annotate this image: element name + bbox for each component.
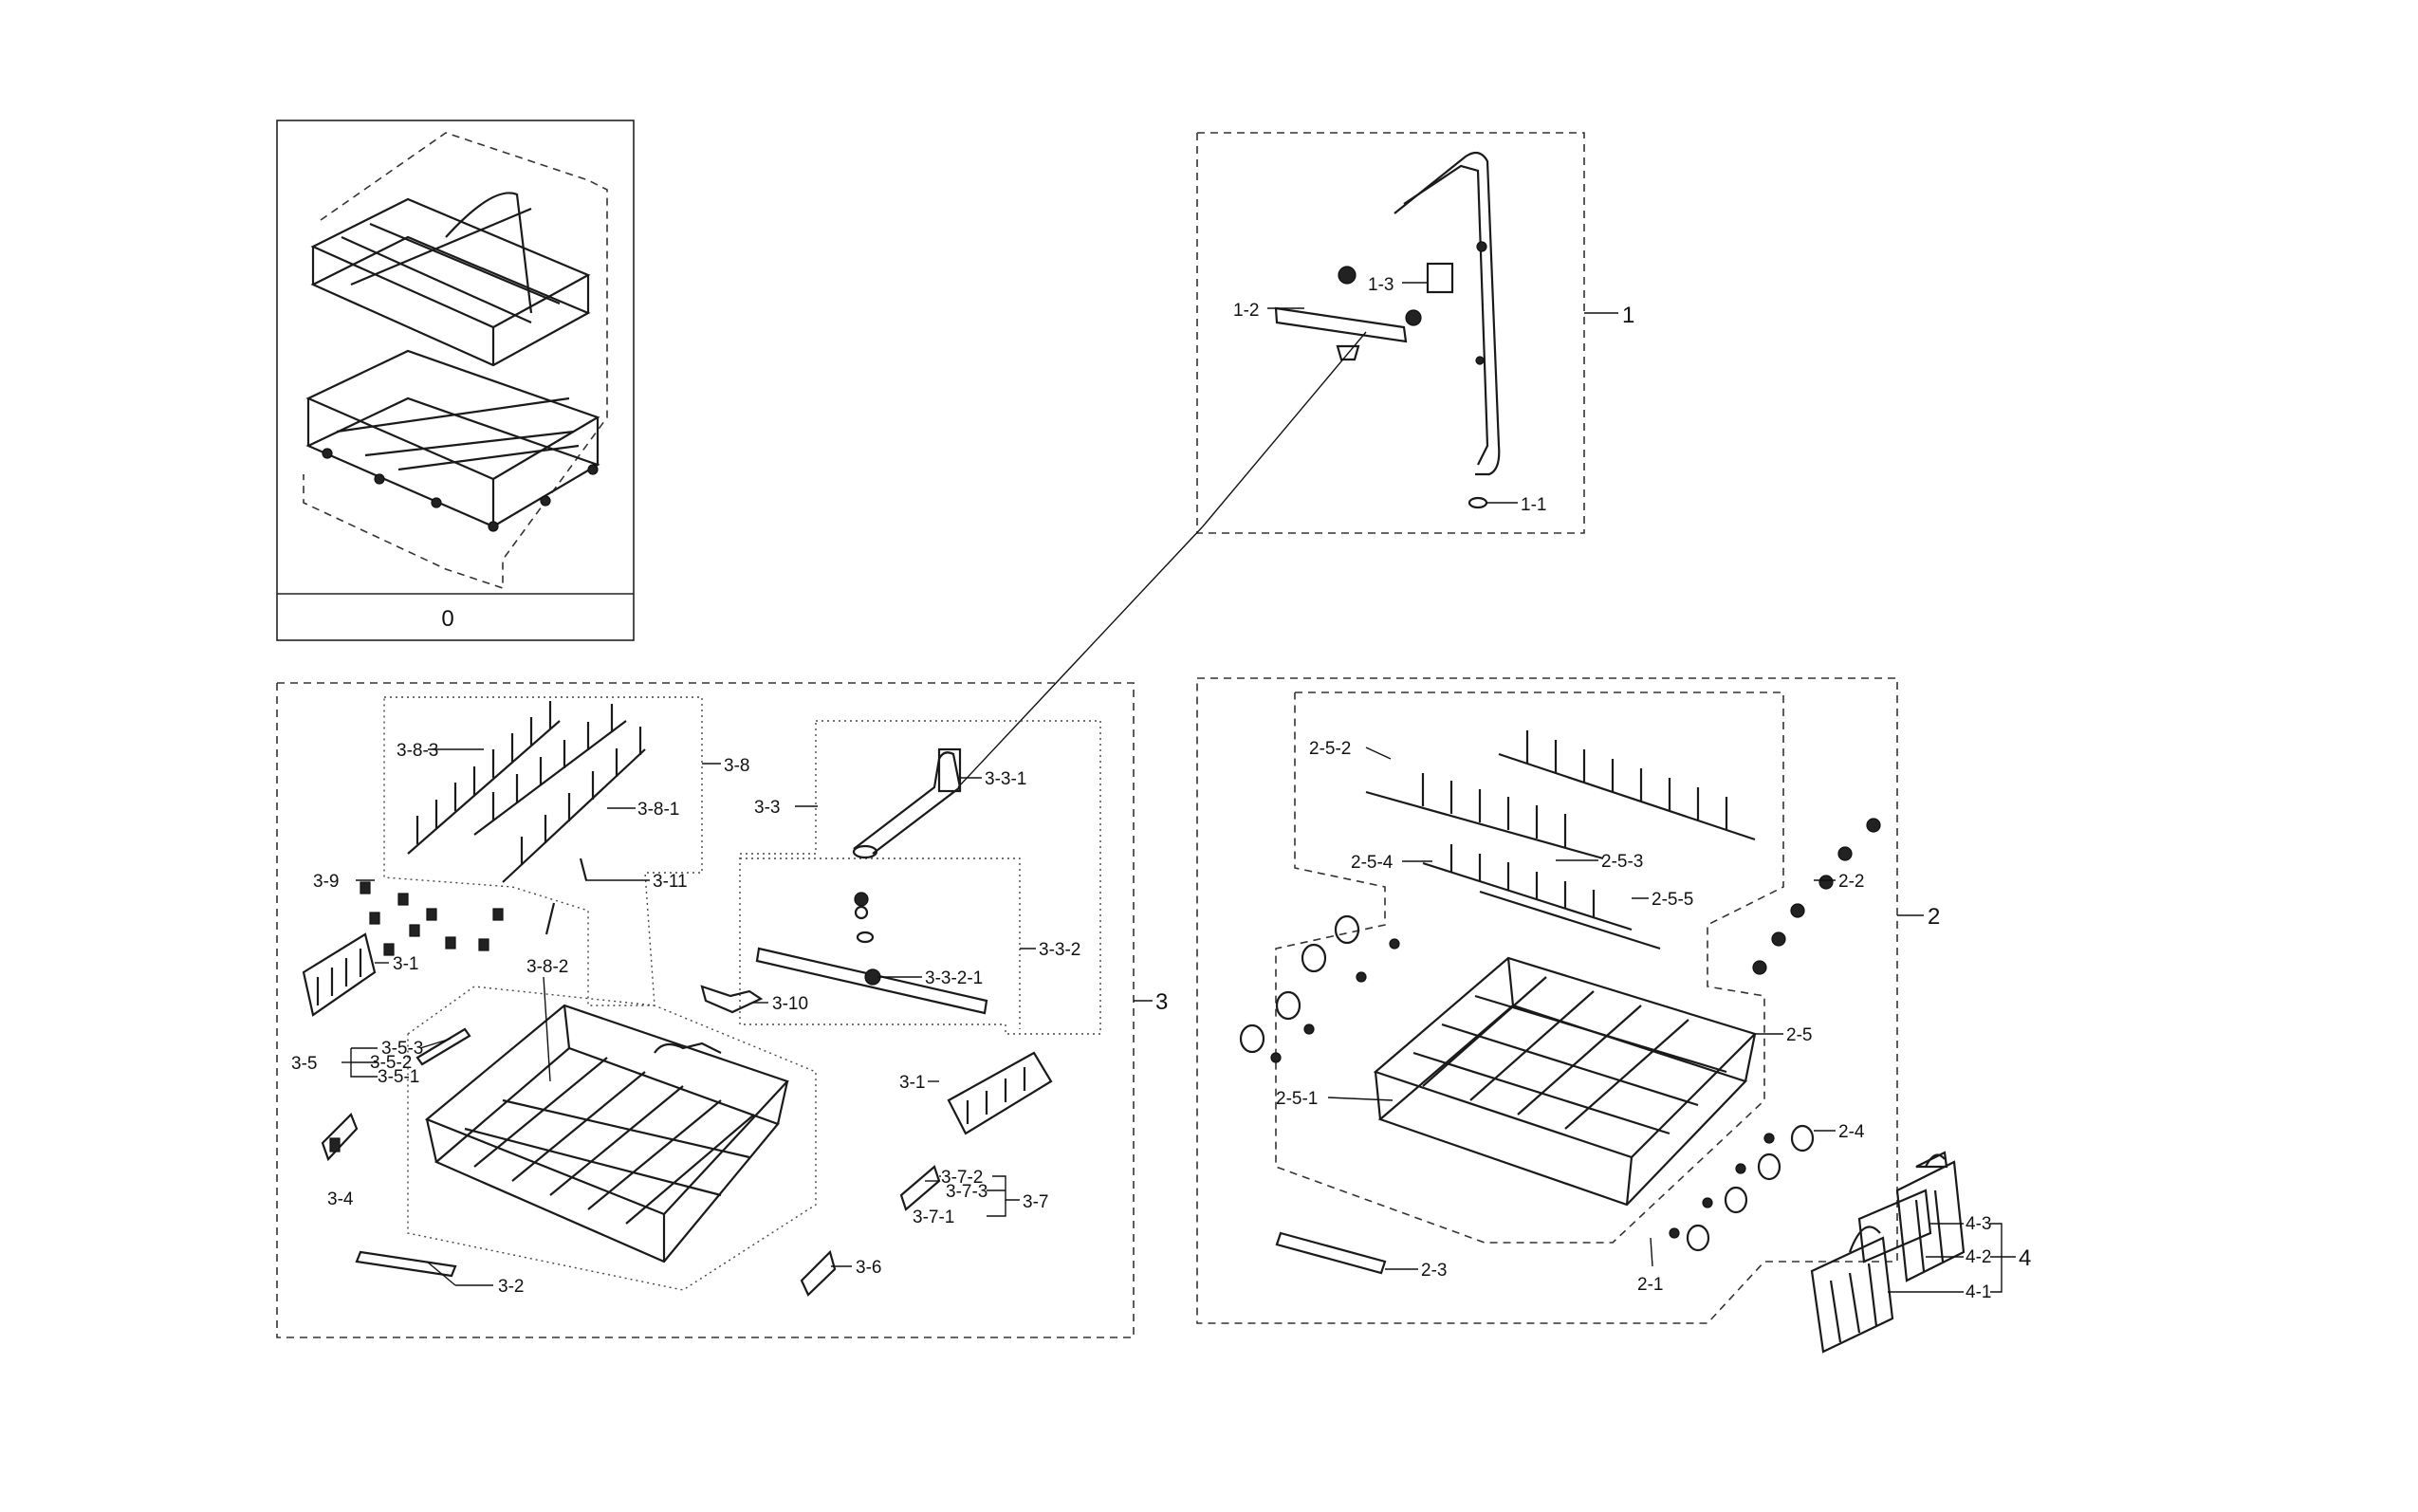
label-2-5-5: 2-5-5 <box>1652 890 1693 910</box>
group-3-8-box <box>383 696 703 1006</box>
rail-2-3-drawing <box>1275 1231 1387 1275</box>
label-3-4: 3-4 <box>327 1189 354 1209</box>
water-duct-drawing <box>1394 151 1501 476</box>
group-3-leaders <box>341 748 1153 1286</box>
label-3-7-1: 3-7-1 <box>913 1208 954 1227</box>
label-2-5-3: 2-5-3 <box>1601 852 1643 872</box>
assembly-0-box <box>276 120 635 641</box>
label-1-3: 1-3 <box>1368 275 1394 295</box>
misc-3-4-3-5-drawing <box>321 1027 471 1278</box>
cup-shelf-3-1-drawing <box>302 932 377 1017</box>
label-3-11: 3-11 <box>653 872 688 892</box>
label-1: 1 <box>1622 303 1634 328</box>
label-3-9: 3-9 <box>313 872 339 892</box>
label-4-3: 4-3 <box>1966 1214 1991 1234</box>
tine-rows-2-5-drawing <box>1365 730 1756 950</box>
spray-arm-3-3-box <box>739 720 1101 1035</box>
label-2-5-2: 2-5-2 <box>1309 739 1351 759</box>
label-4-2: 4-2 <box>1966 1247 1991 1267</box>
spray-arm-3-3-drawing <box>755 747 988 1015</box>
label-2: 2 <box>1928 904 1940 930</box>
label-3-3-1: 3-3-1 <box>985 769 1026 789</box>
lower-rack-2-5-drawing <box>1373 956 1758 1207</box>
label-2-5: 2-5 <box>1786 1025 1812 1045</box>
label-3-8-1: 3-8-1 <box>637 800 679 820</box>
label-0: 0 <box>441 606 453 632</box>
label-2-5-1: 2-5-1 <box>1276 1089 1318 1109</box>
label-3-5-1: 3-5-1 <box>378 1067 419 1087</box>
bracket-3-10-drawing <box>700 985 764 1014</box>
label-3: 3 <box>1155 989 1168 1015</box>
label-3-6: 3-6 <box>856 1258 881 1278</box>
parts-3-1-3-6-3-7-drawing <box>800 1051 1053 1297</box>
arm-mount-line <box>957 526 1204 788</box>
label-2-1: 2-1 <box>1637 1275 1663 1295</box>
group-2-box <box>1196 677 1898 1324</box>
label-3-5-2: 3-5-2 <box>370 1053 412 1073</box>
label-3-7-3: 3-7-3 <box>946 1182 988 1202</box>
label-3-3-2: 3-3-2 <box>1039 940 1080 960</box>
complete-rack-assembly-drawing <box>305 192 600 532</box>
upper-spray-arm-drawing <box>1274 262 1488 509</box>
group-1-box <box>1196 132 1585 534</box>
label-3-3-2-1: 3-3-2-1 <box>925 968 983 988</box>
label-2-3: 2-3 <box>1421 1261 1447 1281</box>
label-1-1: 1-1 <box>1521 495 1546 515</box>
label-3-1-b: 3-1 <box>899 1073 925 1093</box>
group-2-leaders <box>1327 747 1924 1270</box>
wheels-2-1-2-2-2-4-drawing <box>1239 818 1881 1252</box>
label-3-3: 3-3 <box>754 798 780 818</box>
label-3-10: 3-10 <box>772 994 808 1014</box>
label-2-5-4: 2-5-4 <box>1351 853 1394 873</box>
label-3-5: 3-5 <box>291 1054 317 1074</box>
label-3-7: 3-7 <box>1023 1192 1048 1212</box>
group-4-leaders <box>1888 1223 2016 1293</box>
label-3-7-2: 3-7-2 <box>941 1168 983 1188</box>
label-2-4: 2-4 <box>1838 1122 1865 1142</box>
label-3-2: 3-2 <box>498 1277 524 1297</box>
cutlery-basket-drawing <box>1810 1151 1966 1354</box>
label-3-8: 3-8 <box>724 756 749 776</box>
label-3-8-3: 3-8-3 <box>397 741 438 761</box>
tine-rows-3-8-drawing <box>407 701 646 883</box>
upper-rack-3-8-2-drawing <box>407 986 817 1291</box>
label-3-1-a: 3-1 <box>393 954 418 974</box>
label-3-5-3: 3-5-3 <box>381 1039 423 1059</box>
clips-3-9-3-11-drawing <box>360 857 588 956</box>
label-3-8-2: 3-8-2 <box>526 957 568 977</box>
label-2-2: 2-2 <box>1838 872 1864 892</box>
duct-to-arm-leader <box>1202 331 1367 527</box>
label-1-2: 1-2 <box>1233 301 1259 321</box>
label-4: 4 <box>2019 1245 2031 1271</box>
group-2-5-box <box>1275 691 1784 1244</box>
label-4-1: 4-1 <box>1966 1282 1991 1302</box>
group-3-box <box>276 682 1135 1338</box>
